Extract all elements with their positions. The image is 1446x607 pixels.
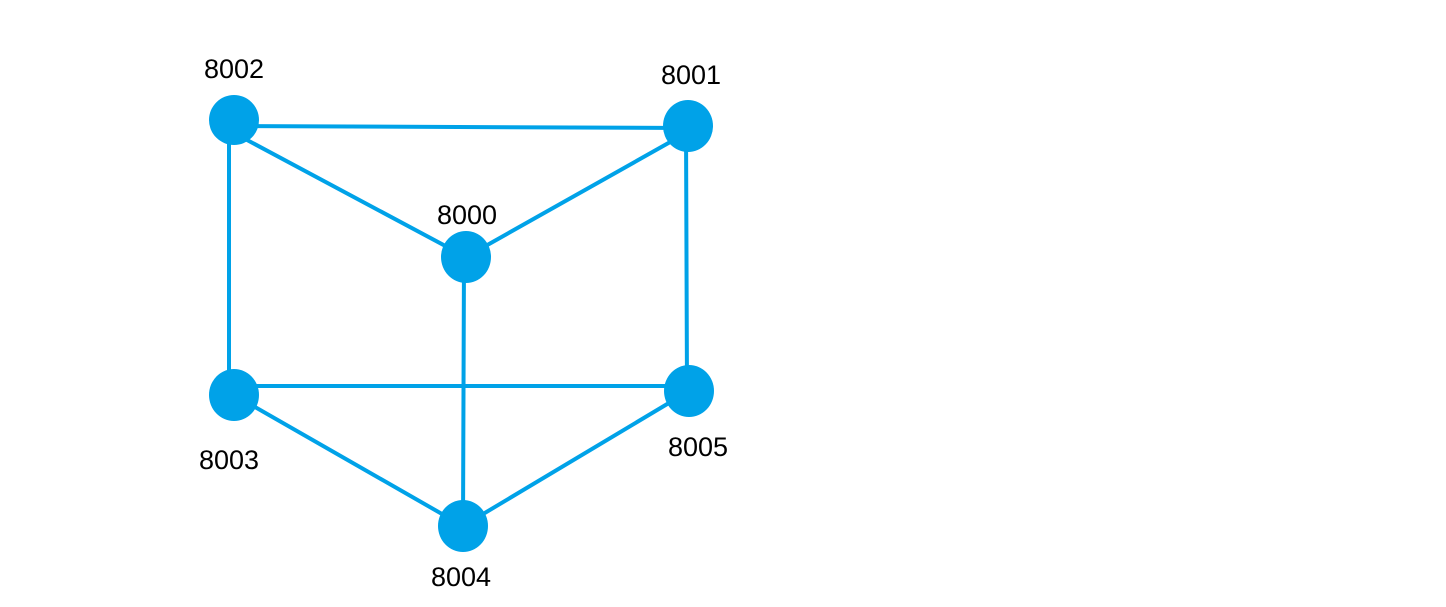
node-8000 — [441, 231, 491, 283]
node-8001 — [663, 100, 713, 152]
edge-8005-8004 — [461, 389, 691, 528]
node-label-8005: 8005 — [668, 432, 728, 462]
node-8004 — [438, 500, 488, 552]
edge-8002-8001 — [232, 124, 690, 130]
node-label-8002: 8002 — [204, 54, 264, 84]
node-label-8004: 8004 — [431, 562, 491, 592]
nodes-layer — [209, 95, 714, 552]
edge-8000-8004 — [461, 255, 466, 528]
edge-8003-8004 — [232, 393, 465, 528]
node-label-8001: 8001 — [661, 60, 721, 90]
node-8003 — [209, 369, 259, 421]
edges-layer — [227, 118, 691, 528]
edge-8002-8000 — [232, 131, 468, 259]
edge-8001-8000 — [464, 130, 690, 259]
node-label-8003: 8003 — [199, 445, 259, 475]
node-8002 — [209, 95, 259, 145]
edge-8001-8005 — [684, 124, 689, 393]
node-8005 — [664, 365, 714, 417]
labels-layer: 8000 8001 8002 8003 8004 8005 — [199, 54, 728, 592]
node-label-8000: 8000 — [437, 200, 497, 230]
